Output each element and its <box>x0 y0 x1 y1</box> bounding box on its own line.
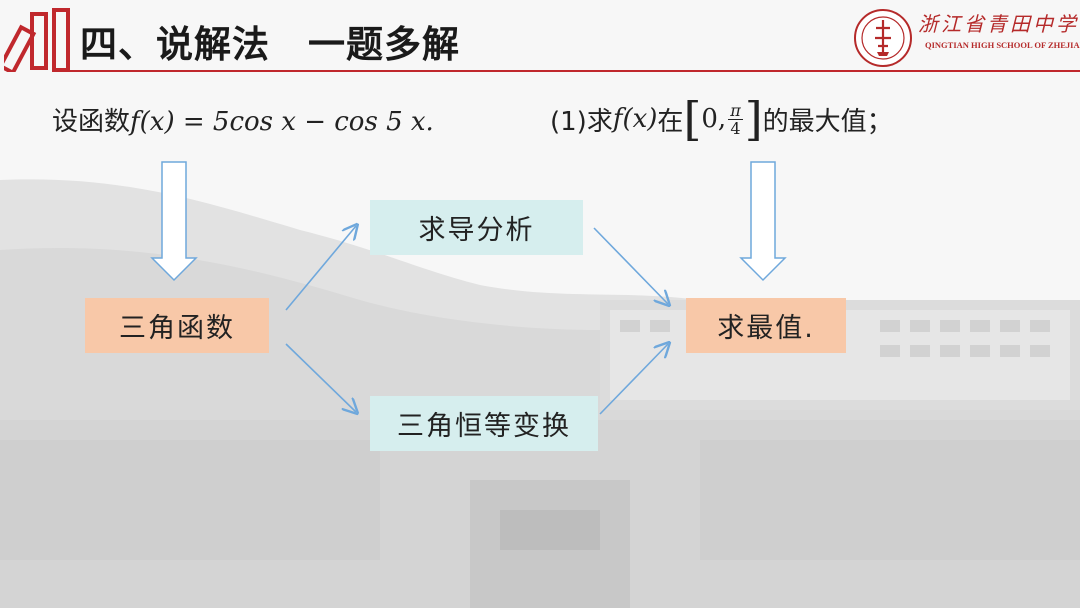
sub-question-in: 在 <box>657 106 684 137</box>
school-name-cn: 浙江省青田中学 <box>918 12 1079 36</box>
sub-question: (1)求 f(x) 在 [ 0, π 4 ] 的最大值； <box>550 92 893 146</box>
problem-statement: 设函数f(x) = 5cos x − cos 5 x. <box>52 101 434 138</box>
title-underline <box>64 70 1080 72</box>
interval-left: 0, <box>701 104 727 134</box>
box-trig-identity-transform: 三角恒等变换 <box>370 396 598 451</box>
books-logo-icon <box>4 8 70 72</box>
right-bracket-icon: ] <box>744 92 763 146</box>
school-seal-icon <box>854 9 912 67</box>
problem-prefix: 设函数 <box>52 107 131 137</box>
box-derivative-analysis: 求导分析 <box>370 200 583 255</box>
sub-question-function: f(x) <box>612 104 658 134</box>
problem-function: f(x) = 5cos x − cos 5 x. <box>130 107 434 137</box>
slide-title: 四、说解法 一题多解 <box>80 23 460 66</box>
sub-question-suffix: 的最大值； <box>762 106 893 137</box>
school-name-en: QINGTIAN HIGH SCHOOL OF ZHEJIAN PROVINCE <box>925 40 1080 50</box>
fraction-numerator: π <box>728 100 743 120</box>
left-bracket-icon: [ <box>683 92 702 146</box>
sub-question-label: (1)求 <box>550 106 613 137</box>
box-find-max-value: 求最值. <box>686 298 846 353</box>
fraction-denominator: 4 <box>730 118 741 138</box>
box-trig-function: 三角函数 <box>85 298 269 353</box>
interval-fraction: π 4 <box>728 102 743 137</box>
